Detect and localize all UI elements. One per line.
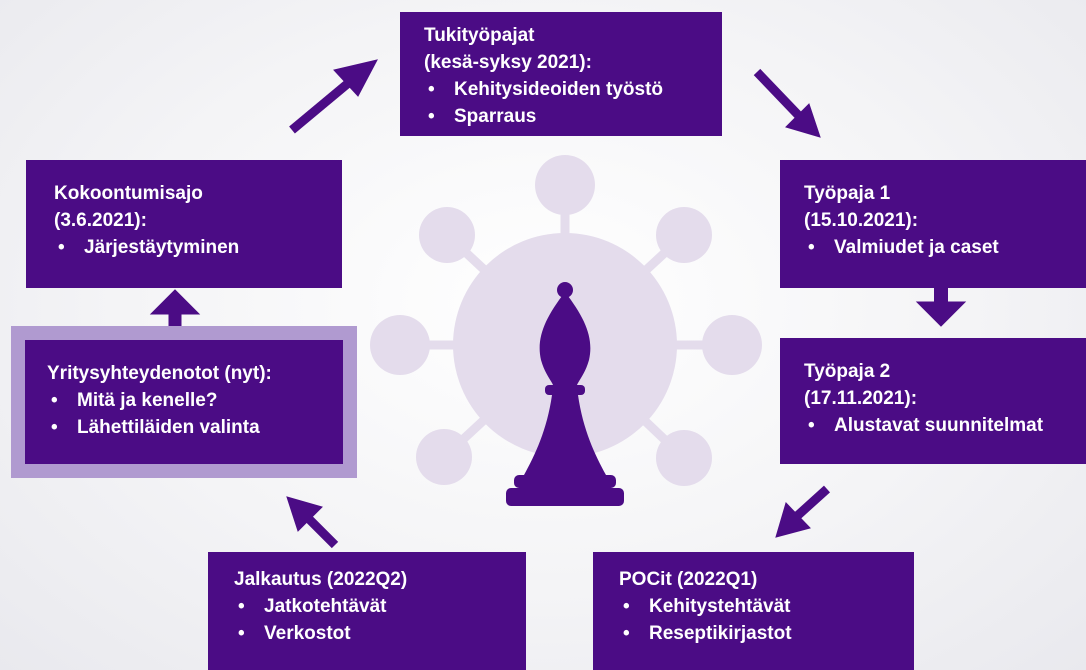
step-title-line-2: (15.10.2021): (804, 210, 919, 231)
bullet-item: • Valmiudet ja caset (804, 234, 1068, 261)
bullet-glyph: • (51, 390, 58, 411)
bullet-item: • Reseptikirjastot (619, 620, 896, 647)
bullet-text: Mitä ja kenelle? (77, 390, 218, 411)
step-bullet-list: • Kehitysideoiden työstö • Sparraus (424, 76, 704, 130)
bullet-item: • Verkostot (234, 620, 508, 647)
bullet-text: Järjestäytyminen (84, 237, 240, 258)
bullet-text: Alustavat suunnitelmat (834, 415, 1044, 436)
bullet-text: Verkostot (264, 623, 351, 644)
arrow-tukityopajat-to-tyopaja1 (753, 68, 821, 138)
bullet-glyph: • (58, 237, 65, 258)
step-title-line-1: Jalkautus (2022Q2) (234, 569, 408, 590)
step-bullet-list: • Jatkotehtävät • Verkostot (234, 593, 508, 647)
step-bullet-list: • Kehitystehtävät • Reseptikirjastot (619, 593, 896, 647)
step-tyopaja2-box: Työpaja 2 (17.11.2021): • Alustavat suunn… (780, 338, 1086, 464)
step-jalkautus-box: Jalkautus (2022Q2) • Jatkotehtävät • Verko… (208, 552, 526, 670)
bullet-text: Valmiudet ja caset (834, 237, 999, 258)
bullet-item: • Kehitystehtävät (619, 593, 896, 620)
step-kokoontumisajo-box: Kokoontumisajo (3.6.2021): • Järjestäytym… (26, 160, 342, 288)
step-bullet-list: • Valmiudet ja caset (804, 234, 1068, 261)
step-bullet-list: • Järjestäytyminen (54, 234, 324, 261)
arrow-tyopaja1-to-tyopaja2 (915, 288, 967, 327)
step-tukityopajat-box: Tukityöpajat (kesä-syksy 2021): • Kehitys… (400, 12, 722, 136)
arrow-yritys-to-kokoontumisajo (149, 289, 201, 326)
step-title-line-2: (3.6.2021): (54, 210, 147, 231)
step-bullet-list: • Alustavat suunnitelmat (804, 412, 1068, 439)
bullet-glyph: • (623, 623, 630, 644)
step-title-line-1: Kokoontumisajo (54, 183, 203, 204)
bullet-glyph: • (51, 417, 58, 438)
step-pocit-box: POCit (2022Q1) • Kehitystehtävät • Resepti… (593, 552, 914, 670)
step-title-line-2: (17.11.2021): (804, 388, 918, 409)
arrow-kokoontumisajo-to-tukityopajat (289, 59, 378, 134)
step-title-line-1: Tukityöpajat (424, 25, 535, 46)
step-yritys-box: Yritysyhteydenotot (nyt): • Mitä ja kenel… (25, 340, 343, 464)
bullet-item: • Mitä ja kenelle? (47, 387, 325, 414)
bullet-glyph: • (808, 237, 815, 258)
step-title-line-1: Työpaja 1 (804, 183, 891, 204)
bullet-item: • Järjestäytyminen (54, 234, 324, 261)
arrow-tyopaja2-to-pocit (775, 485, 831, 538)
bullet-item: • Sparraus (424, 103, 704, 130)
bullet-text: Kehitystehtävät (649, 596, 791, 617)
bullet-text: Jatkotehtävät (264, 596, 387, 617)
bullet-text: Reseptikirjastot (649, 623, 792, 644)
step-title-line-2: (kesä-syksy 2021): (424, 52, 592, 73)
bullet-glyph: • (238, 596, 245, 617)
bullet-text: Sparraus (454, 106, 537, 127)
bullet-item: • Lähettiläiden valinta (47, 414, 325, 441)
bullet-item: • Jatkotehtävät (234, 593, 508, 620)
step-title-line-1: Yritysyhteydenotot (nyt): (47, 363, 272, 384)
bullet-glyph: • (428, 79, 435, 100)
arrow-jalkautus-to-yritys (286, 496, 339, 549)
bullet-text: Lähettiläiden valinta (77, 417, 260, 438)
step-title-line-1: Työpaja 2 (804, 361, 891, 382)
step-tyopaja1-box: Työpaja 1 (15.10.2021): • Valmiudet ja ca… (780, 160, 1086, 288)
bullet-glyph: • (623, 596, 630, 617)
step-title-line-1: POCit (2022Q1) (619, 569, 758, 590)
bullet-glyph: • (238, 623, 245, 644)
bullet-glyph: • (808, 415, 815, 436)
bullet-glyph: • (428, 106, 435, 127)
chess-bishop-icon (506, 282, 624, 506)
bullet-item: • Alustavat suunnitelmat (804, 412, 1068, 439)
bullet-text: Kehitysideoiden työstö (454, 79, 664, 100)
bullet-item: • Kehitysideoiden työstö (424, 76, 704, 103)
step-bullet-list: • Mitä ja kenelle? • Lähettiläiden valinta (47, 387, 325, 441)
